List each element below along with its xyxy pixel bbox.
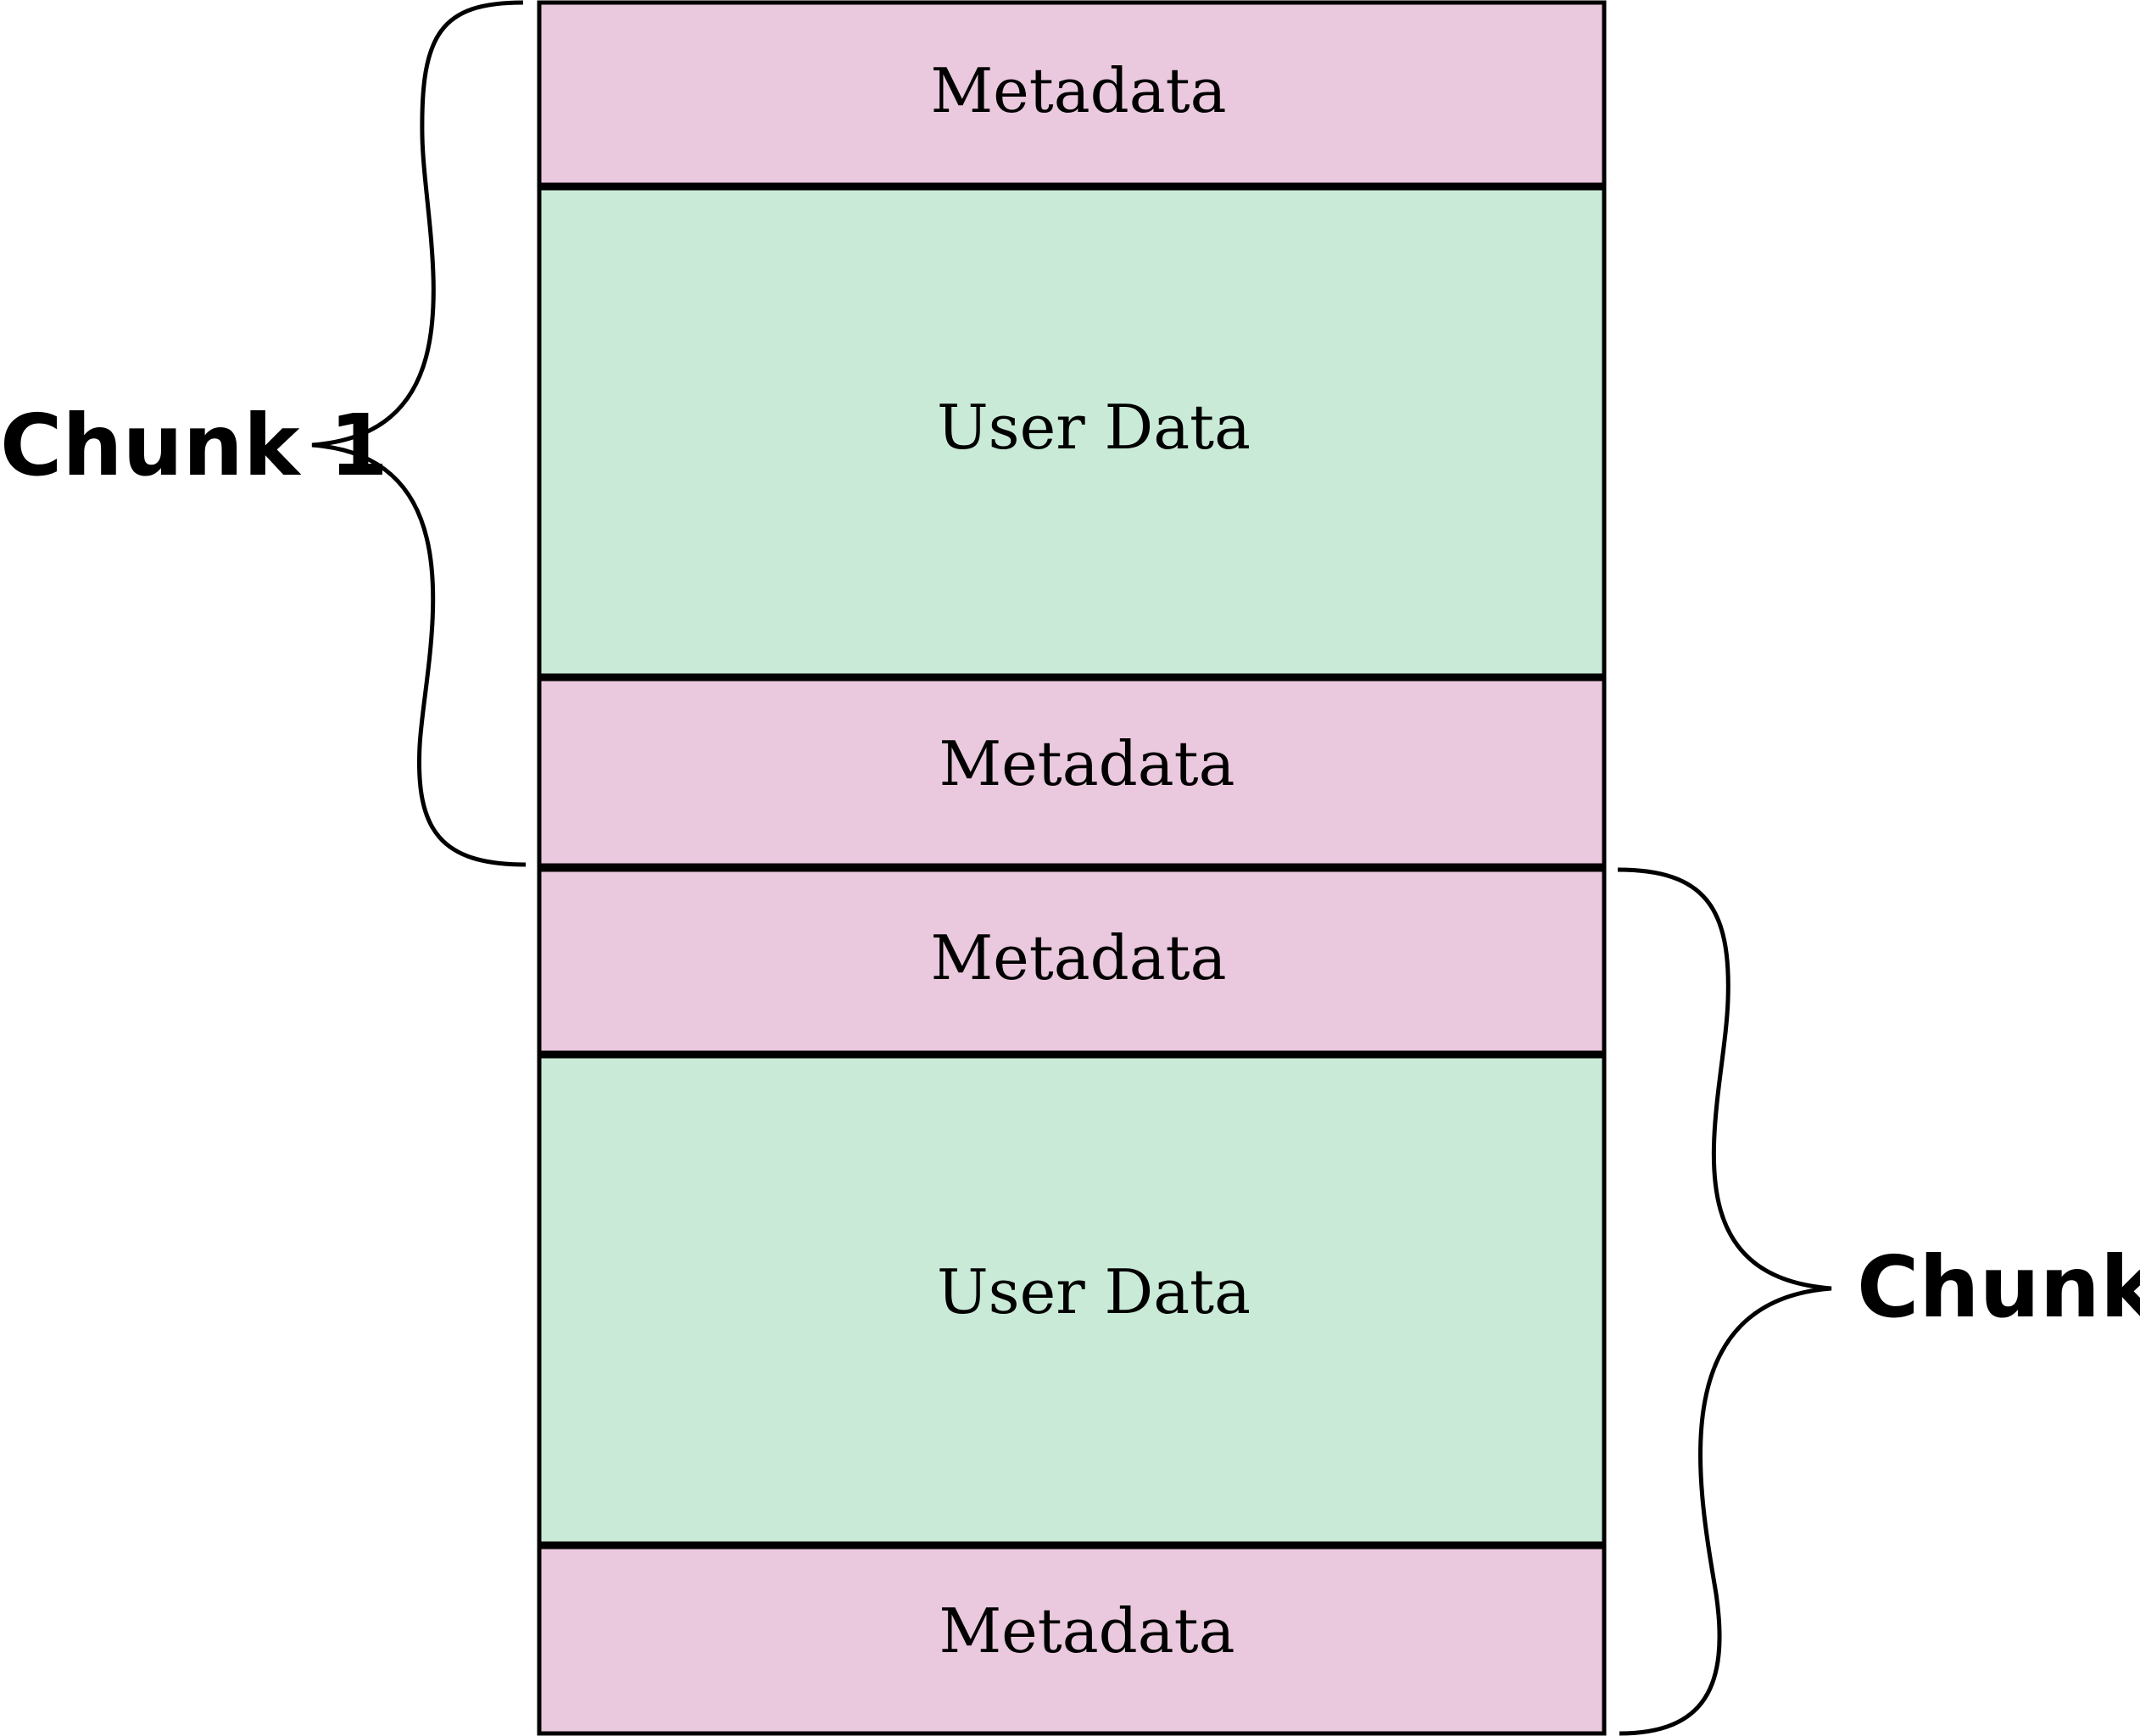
chunk-1-blocks: Metadata User Data Metadata: [537, 0, 1607, 868]
chunk-2-metadata-header-label: Metadata: [930, 922, 1226, 993]
block-separators: [539, 182, 1604, 1550]
chunk-1-user-data: [537, 186, 1607, 679]
chunk-2-label: Chunk 2: [1857, 1238, 2140, 1337]
chunk-2-metadata-footer-label: Metadata: [939, 1595, 1234, 1666]
chunk-1-metadata-header: [537, 0, 1607, 188]
chunk-2-metadata-footer: [537, 1544, 1607, 1736]
chunk-1-label: Chunk 1: [0, 396, 388, 495]
chunk-1-brace: [311, 0, 527, 867]
chunk-2-brace: [1617, 867, 1832, 1736]
chunk-1-user-data-label: User Data: [937, 392, 1251, 463]
chunk-2-blocks: Metadata User Data Metadata: [537, 867, 1607, 1736]
chunk-2-metadata-header: [537, 867, 1607, 1056]
chunk-2-user-data: [537, 1054, 1607, 1547]
chunk-1-metadata-header-label: Metadata: [930, 55, 1226, 126]
chunk-2-user-data-label: User Data: [937, 1256, 1251, 1327]
chunk-1-metadata-footer-label: Metadata: [939, 728, 1234, 799]
